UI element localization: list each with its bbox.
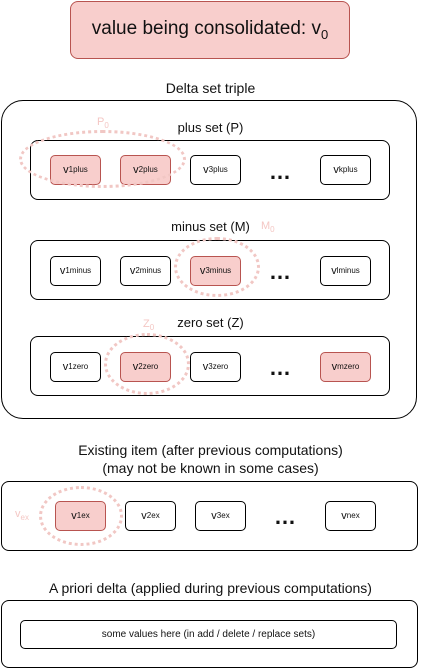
- existing-item-label-line1: Existing item (after previous computatio…: [78, 442, 343, 458]
- m0-ghost-label: M0: [261, 220, 275, 235]
- zero-set-label: zero set (Z): [177, 315, 244, 330]
- existing-item-label-line2: (may not be known in some cases): [102, 460, 319, 476]
- zero-ellipsis: …: [269, 355, 292, 380]
- z0-ghost-label: Z0: [143, 318, 155, 333]
- delta-set-triple-label: Delta set triple: [165, 80, 256, 96]
- p0-ghost-label: P0: [97, 116, 109, 131]
- plus-ellipsis: …: [269, 159, 292, 184]
- apriori-delta-label: A priori delta (applied during previous …: [49, 580, 372, 596]
- consolidated-value-box: value being consolidated: v0: [70, 1, 350, 59]
- minus-ellipsis: …: [269, 259, 292, 284]
- existing-ellipsis: …: [274, 504, 297, 529]
- consolidated-value-label: value being consolidated: v0: [91, 18, 329, 42]
- plus-set-label: plus set (P): [177, 120, 244, 135]
- vex-ghost-label: vex: [15, 508, 29, 523]
- apriori-delta-content: some values here (in add / delete / repl…: [20, 620, 397, 649]
- minus-set-label: minus set (M): [171, 219, 250, 234]
